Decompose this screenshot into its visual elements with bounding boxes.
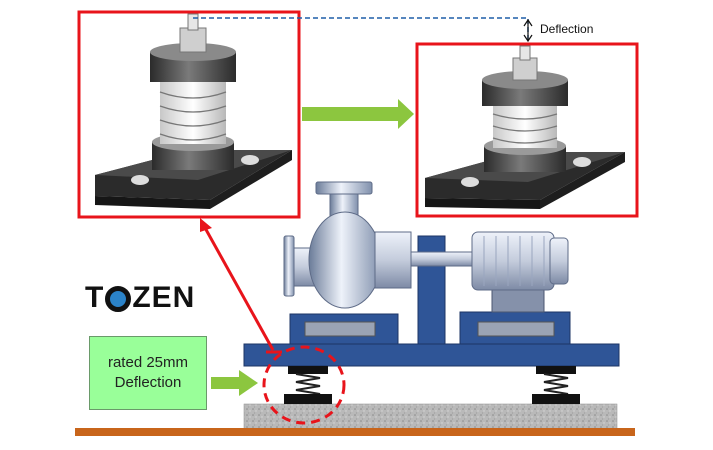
pump-volute xyxy=(308,211,382,309)
logo-letter-t: T xyxy=(85,281,105,314)
logo-ring-icon xyxy=(105,286,132,312)
rated-line-2: Deflection xyxy=(114,374,182,391)
concrete-foundation xyxy=(243,403,618,431)
motor-end-cap xyxy=(549,237,569,285)
rated-deflection-box: rated 25mm Deflection xyxy=(89,336,207,410)
logo-letters-zen: ZEN xyxy=(132,281,196,314)
spring-isolator-left xyxy=(284,366,332,404)
spring-isolator-right xyxy=(532,366,580,404)
bearing-housing xyxy=(374,231,412,289)
suction-flange xyxy=(283,235,295,297)
motor-foot xyxy=(491,289,545,313)
green-arrow-transition xyxy=(302,99,414,129)
pump-motor-assembly xyxy=(243,181,620,367)
rated-line-1: rated 25mm xyxy=(107,354,189,371)
base-frame xyxy=(243,343,620,367)
tozen-logo: T ZEN xyxy=(85,281,195,315)
highlight-circle xyxy=(262,345,346,425)
green-arrow-to-isolator xyxy=(211,370,258,396)
shaft xyxy=(410,251,478,267)
red-pointer-arrow xyxy=(200,218,282,354)
discharge-flange xyxy=(315,181,373,195)
isolator-loaded xyxy=(425,45,625,209)
isolator-unloaded xyxy=(95,13,292,209)
deflection-dimension-arrow xyxy=(523,18,533,43)
motor-fins xyxy=(483,236,545,286)
pump-mount-pad xyxy=(304,321,376,337)
deflection-label: Deflection xyxy=(540,22,594,36)
orange-floor-line xyxy=(75,428,635,436)
motor-mount-pad xyxy=(477,321,555,337)
